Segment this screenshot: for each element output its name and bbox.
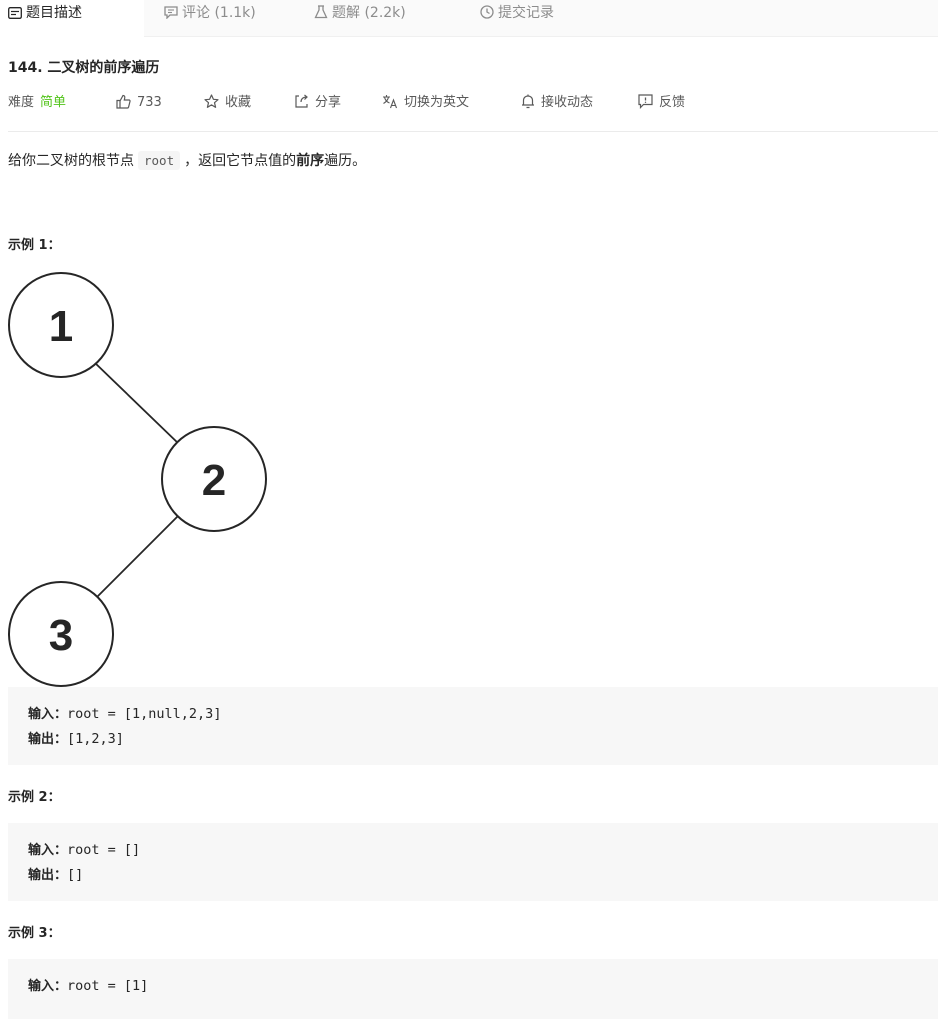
share-button[interactable]: 分享 (294, 94, 341, 115)
share-label: 分享 (315, 95, 342, 110)
inline-code: root (138, 151, 181, 170)
output-label: 输出： (28, 732, 68, 747)
example-input-line: 输入：root = [1,null,2,3] (28, 702, 938, 727)
tree-node-label: 3 (49, 611, 73, 660)
difficulty: 难度简单 (8, 94, 66, 112)
tab-label: 评论 (1.1k) (182, 5, 256, 21)
translate-button[interactable]: 切换为英文 (382, 94, 469, 115)
tree-node (8, 272, 114, 378)
example-3-code-block: 输入：root = [1] (8, 959, 938, 1019)
tab-bar: 题目描述 评论 (1.1k) 题解 (2.2k) 提交记录 (0, 0, 938, 37)
example-2-title: 示例 2： (8, 790, 61, 805)
desc-bold: 前序 (296, 153, 325, 169)
notify-label: 接收动态 (541, 95, 594, 110)
bell-icon (521, 94, 535, 115)
description-icon (8, 2, 22, 28)
example-input-line: 输入：root = [1] (28, 974, 938, 999)
favorite-label: 收藏 (225, 95, 252, 110)
example-2-code-block: 输入：root = [] 输出：[] (8, 823, 938, 901)
desc-middle: ，返回它节点值的 (184, 153, 297, 169)
input-value: root = [1] (67, 978, 149, 994)
example-output-line: 输出：[1,2,3] (28, 727, 938, 752)
output-value: [1,2,3] (67, 731, 124, 747)
tree-edge (92, 360, 181, 446)
input-label: 输入： (28, 979, 68, 994)
tab-label: 提交记录 (498, 5, 554, 21)
tree-node-label: 2 (202, 456, 226, 505)
desc-prefix: 给你二叉树的根节点 (8, 153, 134, 169)
tree-node-label: 1 (49, 302, 73, 351)
share-icon (294, 94, 309, 115)
example-1-title: 示例 1： (8, 238, 61, 253)
tree-edge (93, 513, 181, 601)
example-output-line: 输出：[] (28, 863, 938, 888)
difficulty-label: 难度 (8, 95, 35, 110)
thumbs-up-icon (116, 94, 131, 115)
feedback-icon (638, 94, 653, 115)
binary-tree-diagram: 1 2 3 (8, 272, 267, 687)
example-3-title: 示例 3： (8, 926, 61, 941)
tab-label: 题解 (2.2k) (332, 5, 406, 21)
tab-submissions[interactable]: 提交记录 (480, 0, 554, 36)
input-label: 输入： (28, 843, 68, 858)
translate-icon (382, 94, 398, 115)
feedback-label: 反馈 (659, 95, 686, 110)
input-value: root = [] (67, 842, 141, 858)
feedback-button[interactable]: 反馈 (638, 94, 685, 115)
star-icon (204, 94, 219, 115)
tree-node (8, 581, 114, 687)
notify-button[interactable]: 接收动态 (521, 94, 593, 115)
comment-icon (164, 2, 178, 28)
problem-title: 144. 二叉树的前序遍历 (8, 60, 160, 76)
example-input-line: 输入：root = [] (28, 838, 938, 863)
favorite-button[interactable]: 收藏 (204, 94, 251, 115)
desc-suffix: 遍历。 (324, 153, 367, 169)
tab-solutions[interactable]: 题解 (2.2k) (314, 0, 406, 36)
like-count: 733 (137, 95, 162, 110)
translate-label: 切换为英文 (404, 95, 470, 110)
input-label: 输入： (28, 707, 68, 722)
tab-label: 题目描述 (26, 5, 82, 21)
tab-description[interactable]: 题目描述 (0, 0, 144, 37)
flask-icon (314, 2, 328, 28)
like-button[interactable]: 733 (116, 94, 162, 115)
divider (8, 131, 938, 132)
output-label: 输出： (28, 868, 68, 883)
difficulty-badge: 简单 (40, 95, 67, 110)
tree-node (161, 426, 267, 532)
output-value: [] (67, 867, 84, 883)
tab-comments[interactable]: 评论 (1.1k) (164, 0, 256, 36)
example-1-code-block: 输入：root = [1,null,2,3] 输出：[1,2,3] (8, 687, 938, 765)
clock-icon (480, 2, 494, 28)
input-value: root = [1,null,2,3] (67, 706, 222, 722)
